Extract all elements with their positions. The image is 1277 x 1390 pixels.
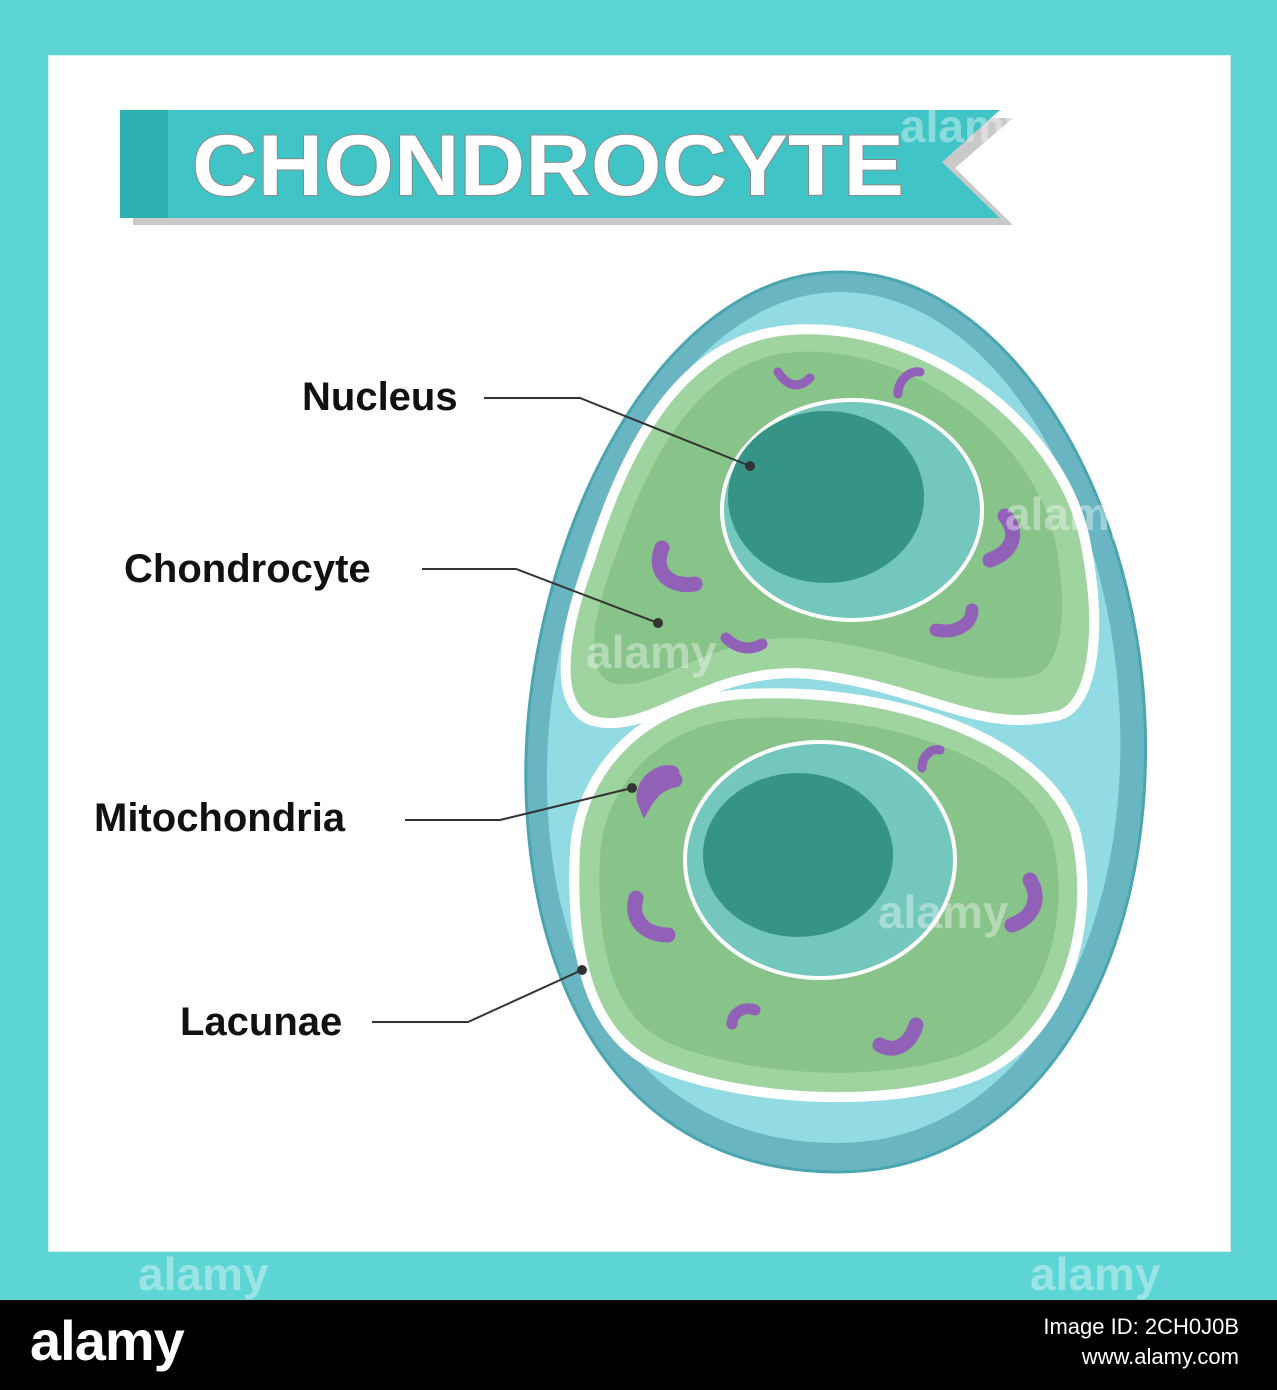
watermark-group: alamy alamy alamy alamy alamy alamy xyxy=(138,100,1161,1300)
lacunae-pointer-dot xyxy=(577,965,587,975)
leader-lines xyxy=(372,397,755,1023)
mitochondria-leader-line xyxy=(405,787,633,821)
chondrocyte-diagram: CHONDROCYTE xyxy=(94,100,1161,1300)
mitochondrion xyxy=(872,1017,924,1056)
footer-image-id: Image ID: 2CH0J0B xyxy=(1043,1314,1239,1339)
nucleus-pointer-dot xyxy=(745,461,755,471)
mitochondrion xyxy=(720,632,768,654)
mitochondrion xyxy=(982,508,1021,568)
lacunae-leader-line xyxy=(372,969,583,1023)
mitochondria-pointer-dot xyxy=(627,783,637,793)
footer-logo: alamy xyxy=(30,1309,185,1372)
upper-nucleolus xyxy=(728,411,924,583)
lower-nucleolus xyxy=(703,773,893,937)
mitochondrion xyxy=(893,367,925,399)
chondrocyte-leader-line xyxy=(422,568,659,624)
chondrocyte-pointer-dot xyxy=(653,618,663,628)
page-title: CHONDROCYTE xyxy=(192,118,904,214)
banner-left-tab xyxy=(120,110,168,218)
label-lacunae: Lacunae xyxy=(180,1000,342,1044)
mitochondrion xyxy=(929,603,979,638)
stock-footer: alamy Image ID: 2CH0J0B www.alamy.com xyxy=(0,1300,1277,1390)
banner-ribbon xyxy=(120,110,1000,218)
mitochondrion xyxy=(917,745,945,773)
mitochondrion xyxy=(627,890,676,943)
nucleus-leader-line xyxy=(484,397,751,467)
footer-site: www.alamy.com xyxy=(1081,1344,1239,1369)
watermark-text: alamy xyxy=(1005,488,1136,540)
mitochondrion xyxy=(636,765,683,819)
watermark-text: alamy xyxy=(586,626,717,678)
watermark-text: alamy xyxy=(138,1248,269,1300)
lower-chondrocyte xyxy=(569,688,1088,1103)
title-banner: CHONDROCYTE xyxy=(120,110,1013,225)
label-mitochondria: Mitochondria xyxy=(94,796,346,840)
mitochondrion xyxy=(651,540,703,593)
mitochondrion xyxy=(726,1003,761,1030)
label-nucleus: Nucleus xyxy=(302,375,458,419)
watermark-text: alamy xyxy=(1030,1248,1161,1300)
mitochondrion xyxy=(773,367,815,390)
mitochondria-group xyxy=(627,367,1043,1056)
label-chondrocyte: Chondrocyte xyxy=(124,547,371,591)
watermark-text: alamy xyxy=(878,886,1009,938)
watermark-text: alamy xyxy=(900,100,1031,152)
footer-image-info: Image ID: 2CH0J0B www.alamy.com xyxy=(1043,1312,1239,1372)
mitochondrion xyxy=(1004,872,1043,933)
